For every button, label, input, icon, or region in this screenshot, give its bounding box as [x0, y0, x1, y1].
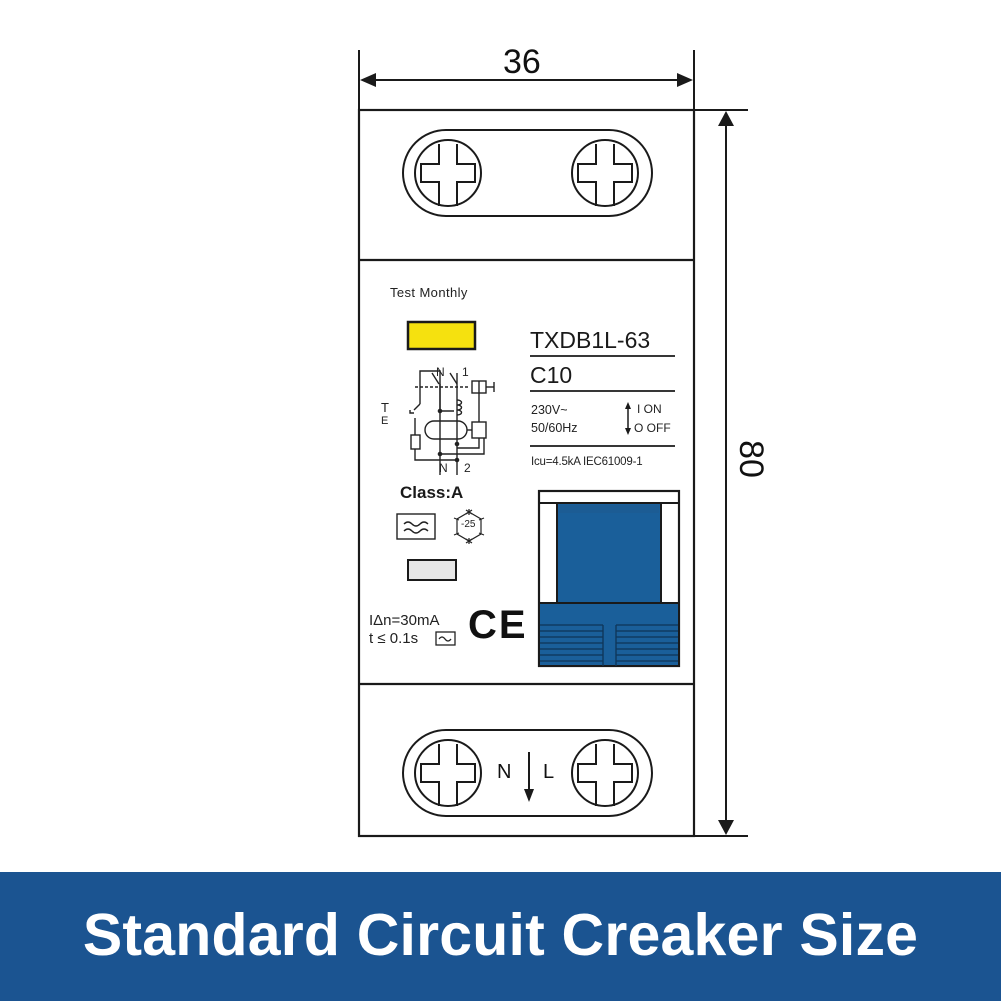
spec-dividers	[530, 355, 675, 447]
residual-current-label: IΔn=30mA	[369, 612, 440, 629]
height-dimension-label: 80	[731, 440, 770, 478]
bottom-terminal-block	[402, 729, 653, 817]
banner-title: Standard Circuit Creaker Size	[82, 902, 919, 968]
schematic-test-e: E	[381, 415, 389, 427]
terminal-n-label: N	[497, 761, 512, 783]
voltage-label: 230V~	[531, 403, 568, 417]
bottom-right-screw-icon	[571, 739, 639, 807]
on-off-arrow-icon	[625, 402, 631, 435]
schematic-pole-bottom: 2	[464, 461, 471, 475]
title-banner	[0, 872, 1001, 1001]
on-label: I ON	[637, 402, 662, 416]
top-terminal-block	[402, 129, 653, 217]
circuit-schematic-icon	[409, 370, 495, 475]
top-right-screw-icon	[571, 139, 639, 207]
bottom-left-screw-icon	[414, 739, 482, 807]
status-indicator-window	[407, 559, 457, 581]
width-dimension-label: 36	[503, 43, 541, 81]
trip-wave-icon	[435, 631, 456, 646]
schematic-n-bottom: N	[439, 461, 448, 475]
down-arrow-icon	[524, 752, 534, 802]
snowflake-temperature-icon	[453, 509, 485, 544]
terminal-l-label: L	[543, 761, 555, 783]
top-left-screw-icon	[414, 139, 482, 207]
breaker-body	[357, 108, 696, 838]
ac-waveform-icon	[396, 513, 436, 540]
off-label: O OFF	[634, 421, 671, 435]
toggle-switch[interactable]	[537, 489, 681, 668]
rating-label: C10	[530, 362, 573, 388]
temperature-label: -25	[461, 519, 476, 530]
icu-label: Icu=4.5kA IEC61009-1	[531, 456, 643, 468]
schematic-test-t: T	[381, 400, 389, 415]
model-label: TXDB1L-63	[530, 327, 651, 353]
class-label: Class:A	[400, 483, 464, 502]
schematic-n-top: N	[436, 365, 445, 379]
height-dimension	[694, 109, 748, 837]
width-dimension	[358, 50, 695, 110]
test-button[interactable]	[406, 320, 477, 351]
ce-mark: CE	[468, 603, 528, 647]
schematic-pole-top: 1	[462, 365, 469, 379]
frequency-label: 50/60Hz	[531, 421, 578, 435]
trip-time-label: t ≤ 0.1s	[369, 630, 419, 647]
test-monthly-label: Test Monthly	[390, 285, 468, 300]
